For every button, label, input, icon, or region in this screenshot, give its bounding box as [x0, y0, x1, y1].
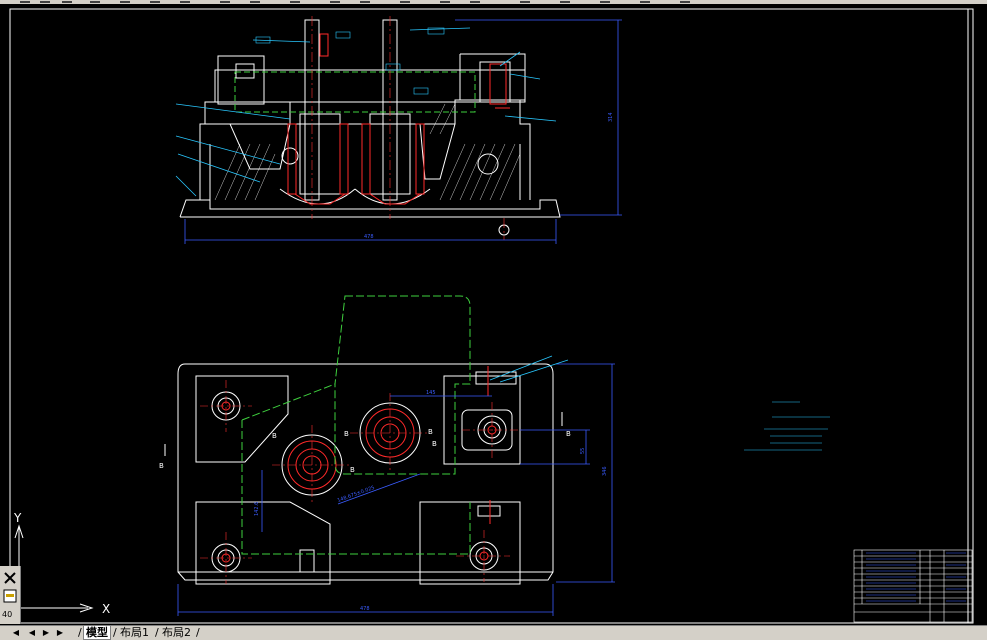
plan-phantom-lines: [241, 295, 471, 555]
section-mark: B: [566, 430, 571, 438]
toolbar-fragment: [600, 1, 610, 3]
section-arrows: [164, 412, 563, 456]
tab-layout1[interactable]: 布局1: [120, 626, 149, 639]
ucs-icon: [14, 524, 94, 613]
toolbar-fragment: [20, 1, 30, 3]
toolbar-fragment: [440, 1, 450, 3]
front-height-dim: 314: [608, 112, 614, 122]
front-red-details: [287, 33, 510, 205]
first-tab-icon[interactable]: ◀: [12, 628, 20, 637]
toolbar-fragment: [150, 1, 160, 3]
tab-separator: /: [155, 626, 159, 639]
section-mark: B: [432, 440, 437, 448]
ucs-y-label: Y: [13, 511, 22, 525]
toolbar-fragment: [400, 1, 410, 3]
prev-tab-icon[interactable]: ◀: [28, 628, 36, 637]
technical-notes: [744, 401, 830, 451]
title-block: [853, 549, 973, 623]
plan-dimensions: [177, 363, 615, 616]
toolbar-fragment: [560, 1, 570, 3]
toolbar-fragment: [640, 1, 650, 3]
toolbar-fragment: [360, 1, 370, 3]
layout-tab-bar: ◀ ◀ ▶ ▶ / 模型 / 布局1 / 布局2 /: [0, 625, 987, 640]
section-mark: B: [159, 462, 164, 470]
plan-145-dim: 145: [426, 390, 436, 396]
front-centerlines: [311, 16, 505, 240]
toolbar-fragment: [290, 1, 300, 3]
section-mark: B: [350, 466, 355, 474]
plan-height-dim: 346: [602, 466, 608, 476]
front-phantom-lines: [234, 71, 476, 113]
drawing-frame: [9, 8, 974, 624]
left-toolbar: 40: [0, 566, 21, 624]
section-mark: B: [344, 430, 349, 438]
plan-width-dim: 478: [360, 606, 370, 612]
plan-left-vert-dim: 142.6: [254, 502, 260, 516]
tab-model[interactable]: 模型: [83, 626, 111, 640]
drawing-canvas[interactable]: 478 314: [0, 4, 987, 625]
toolbar-fragment: [62, 1, 72, 3]
plan-leaders: [489, 355, 569, 383]
front-callout-boxes: [255, 27, 445, 95]
tab-separator: /: [196, 626, 200, 639]
title-block-fill: [866, 552, 966, 602]
front-leaders: [175, 27, 557, 197]
last-tab-icon[interactable]: ▶: [56, 628, 64, 637]
tab-layout2[interactable]: 布局2: [162, 626, 191, 639]
tab-separator: /: [78, 626, 82, 639]
coord-hint: 40: [2, 610, 13, 619]
toolbar-fragment: [680, 1, 690, 3]
section-mark: B: [428, 428, 433, 436]
toolbar-fragment: [180, 1, 190, 3]
toolbar-fragment: [330, 1, 340, 3]
toolbar-fragment: [220, 1, 230, 3]
toolbar-fragment: [520, 1, 530, 3]
plan-centerlines: [200, 380, 522, 584]
section-markers: B B B B B B B: [159, 428, 571, 474]
front-hatching: [214, 103, 521, 201]
top-toolbar-strip: [0, 0, 987, 4]
tab-separator: /: [113, 626, 117, 639]
section-mark: B: [272, 432, 277, 440]
toolbar-fragment: [470, 1, 480, 3]
front-dimensions: [184, 19, 622, 244]
close-icon[interactable]: [2, 570, 18, 584]
plan-diag-dim: 148.675±0.025: [337, 485, 376, 504]
plan-right-vert-dim: 55: [580, 448, 586, 454]
toolbar-fragment: [40, 1, 50, 3]
ucs-x-label: X: [102, 602, 110, 616]
toolbar-fragment: [250, 1, 260, 3]
toolbar-fragment: [90, 1, 100, 3]
model-icon[interactable]: [2, 588, 18, 603]
toolbar-fragment: [120, 1, 130, 3]
front-width-dim: 478: [364, 234, 374, 240]
next-tab-icon[interactable]: ▶: [42, 628, 50, 637]
